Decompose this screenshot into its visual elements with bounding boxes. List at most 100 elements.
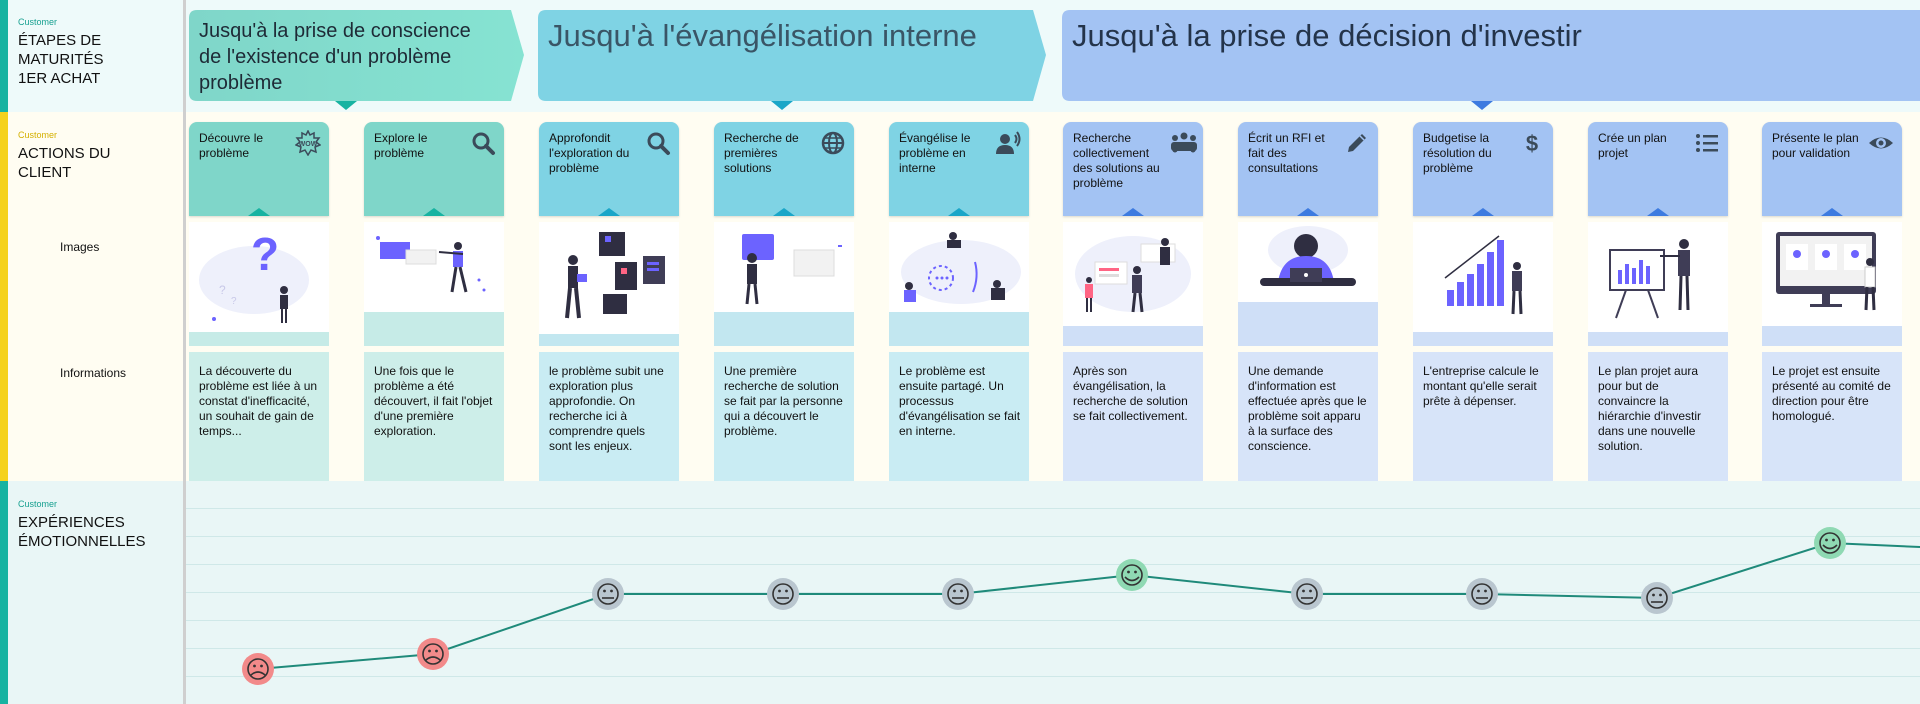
action-illustration: [1413, 222, 1553, 346]
action-info-text: Le plan projet aura pour but de convainc…: [1598, 364, 1702, 453]
search-icon: [645, 130, 671, 156]
action-title: Écrit un RFI et fait des consultations: [1248, 131, 1325, 175]
action-card[interactable]: Évangélise le problème en interne: [889, 122, 1029, 216]
stage-notch: [771, 101, 793, 110]
globe-icon: [820, 130, 846, 156]
emotion-gridline: [186, 620, 1920, 621]
stages-stripe: [0, 0, 8, 112]
action-card[interactable]: Crée un plan projet: [1588, 122, 1728, 216]
action-notch: [773, 208, 795, 216]
action-title: Explore le problème: [374, 131, 428, 160]
actions-title: ACTIONS DU CLIENT: [18, 145, 111, 181]
illustration-footer: [1238, 302, 1378, 346]
action-info: Une première recherche de solution se fa…: [714, 352, 854, 481]
action-illustration: [1238, 222, 1378, 346]
action-info: Après son évangélisation, la recherche d…: [1063, 352, 1203, 481]
emotion-gridline: [186, 676, 1920, 677]
actions-header-cell[interactable]: [8, 112, 186, 481]
action-illustration: [364, 222, 504, 346]
illustration-footer: [1762, 326, 1902, 346]
emotion-neutral-face-icon[interactable]: [767, 578, 799, 610]
action-card[interactable]: Budgetise la résolution du problème$: [1413, 122, 1553, 216]
dollar-icon: $: [1519, 130, 1545, 156]
action-illustration: ???: [189, 222, 329, 346]
action-title: Recherche collectivement des solutions a…: [1073, 131, 1160, 190]
svg-text:?: ?: [219, 283, 226, 297]
action-notch: [1122, 208, 1144, 216]
action-card[interactable]: Recherche de premières solutions: [714, 122, 854, 216]
action-info-text: Une demande d'information est effectuée …: [1248, 364, 1367, 453]
action-card[interactable]: Découvre le problème WOW: [189, 122, 329, 216]
action-card[interactable]: Explore le problème: [364, 122, 504, 216]
svg-text:?: ?: [251, 228, 279, 280]
emotion-neutral-face-icon[interactable]: [1641, 582, 1673, 614]
action-card[interactable]: Recherche collectivement des solutions a…: [1063, 122, 1203, 216]
action-info: Le plan projet aura pour but de convainc…: [1588, 352, 1728, 481]
action-card[interactable]: Écrit un RFI et fait des consultations: [1238, 122, 1378, 216]
illustration-footer: [889, 312, 1029, 346]
action-info-text: le problème subit une exploration plus a…: [549, 364, 664, 453]
action-card[interactable]: Approfondit l'exploration du problème: [539, 122, 679, 216]
images-sublabel: Images: [60, 240, 100, 254]
stage-label: Jusqu'à la prise de décision d'investir: [1072, 18, 1582, 53]
illustration-footer: [189, 332, 329, 346]
stage-notch: [1471, 101, 1493, 110]
action-notch: [598, 208, 620, 216]
emotion-neutral-face-icon[interactable]: [942, 578, 974, 610]
emotions-tag: Customer: [18, 499, 58, 509]
action-notch: [1472, 208, 1494, 216]
emotions-header-cell[interactable]: [8, 481, 186, 704]
action-notch: [1821, 208, 1843, 216]
stage-arrow-shape: [538, 10, 1046, 101]
stages-tag: Customer: [18, 17, 58, 27]
action-info-text: Une première recherche de solution se fa…: [724, 364, 843, 438]
stage-label: Jusqu'à l'évangélisation interne: [548, 18, 977, 53]
action-info: Une demande d'information est effectuée …: [1238, 352, 1378, 481]
action-info-text: Le problème est ensuite partagé. Un proc…: [899, 364, 1021, 438]
illustration-footer: [1588, 332, 1728, 346]
illustration-footer: [1413, 332, 1553, 346]
action-title: Découvre le problème: [199, 131, 264, 160]
action-info: Une fois que le problème a été découvert…: [364, 352, 504, 481]
stages-title: ÉTAPES DE MATURITÉS 1ER ACHAT: [18, 32, 104, 87]
action-illustration: [1588, 222, 1728, 346]
speaker-person-icon: [995, 130, 1021, 156]
stage-arrow-shape: [1062, 10, 1920, 101]
emotion-gridline: [186, 536, 1920, 537]
stage-awareness[interactable]: Jusqu'à la prise de conscience de l'exis…: [189, 10, 524, 110]
action-card[interactable]: Présente le plan pour validation: [1762, 122, 1902, 216]
action-info-text: Après son évangélisation, la recherche d…: [1073, 364, 1188, 423]
stages-header-cell[interactable]: [8, 0, 186, 112]
emotion-sad-face-icon[interactable]: [242, 653, 274, 685]
action-info: le problème subit une exploration plus a…: [539, 352, 679, 481]
pencil-icon: [1344, 130, 1370, 156]
emotion-neutral-face-icon[interactable]: [1466, 578, 1498, 610]
svg-text:WOW: WOW: [299, 141, 318, 148]
search-icon: [470, 130, 496, 156]
emotion-sad-face-icon[interactable]: [417, 638, 449, 670]
emotion-gridline: [186, 564, 1920, 565]
eye-icon: [1868, 130, 1894, 156]
stage-evangelization[interactable]: Jusqu'à l'évangélisation interne: [538, 10, 1046, 110]
emotion-neutral-face-icon[interactable]: [592, 578, 624, 610]
emotion-happy-face-icon[interactable]: [1116, 559, 1148, 591]
action-info: Le projet est ensuite présenté au comité…: [1762, 352, 1902, 481]
stage-decision[interactable]: Jusqu'à la prise de décision d'investir: [1062, 10, 1920, 110]
actions-tag: Customer: [18, 130, 58, 140]
illustration-footer: [714, 312, 854, 346]
action-info: L'entreprise calcule le montant qu'elle …: [1413, 352, 1553, 481]
illustration-footer: [364, 312, 504, 346]
emotion-neutral-face-icon[interactable]: [1291, 578, 1323, 610]
action-notch: [948, 208, 970, 216]
stage-arrow-shape: [189, 10, 524, 101]
action-info-text: La découverte du problème est liée à un …: [199, 364, 318, 438]
info-sublabel: Informations: [60, 366, 127, 380]
action-info: Le problème est ensuite partagé. Un proc…: [889, 352, 1029, 481]
action-info-text: Le projet est ensuite présenté au comité…: [1772, 364, 1891, 423]
illustration-footer: [539, 334, 679, 346]
emotion-happy-face-icon[interactable]: [1814, 527, 1846, 559]
action-title: Présente le plan pour validation: [1772, 131, 1859, 160]
emotion-gridline: [186, 508, 1920, 509]
wow-icon: WOW: [294, 129, 322, 157]
action-notch: [1297, 208, 1319, 216]
